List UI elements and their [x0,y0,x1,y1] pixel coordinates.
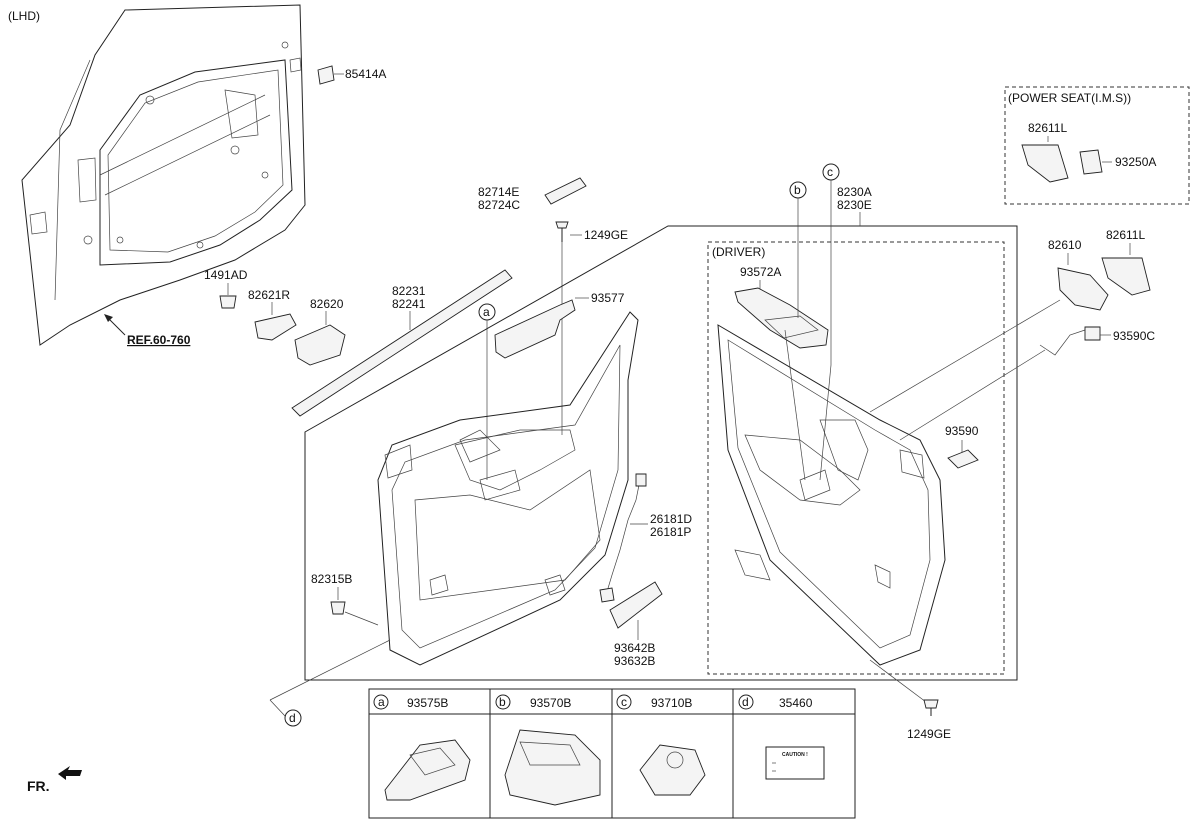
door-trim-panel-left [377,311,639,666]
label-93572A: 93572A [740,265,781,279]
label-82621R: 82621R [248,288,290,302]
label-93590: 93590 [945,424,979,438]
callout-a: a [483,305,490,319]
label-82620: 82620 [310,297,344,311]
label-82714E: 82714E [478,185,519,199]
reference-label: REF.60-760 [127,333,191,347]
label-1491AD: 1491AD [204,268,248,282]
weatherstrip-82231-shape [291,269,513,417]
variant-label: (LHD) [8,9,40,23]
power-seat-box [1004,86,1190,205]
pad-82714E-shape [544,177,587,205]
driver-box [707,241,1005,675]
label-82724C: 82724C [478,198,520,212]
legend-key-a: a [378,695,385,709]
label-26181P: 26181P [650,525,691,539]
front-arrow-icon [58,766,82,780]
label-8230A: 8230A [837,185,872,199]
label-85414A: 85414A [345,67,386,81]
handle-82610-shape [1057,267,1109,311]
label-26181D: 26181D [650,512,692,526]
label-82241: 82241 [392,297,426,311]
door-frame-illustration [21,4,306,346]
legend-key-b: b [499,695,506,709]
callout-b: b [794,183,801,197]
label-82231: 82231 [392,284,426,298]
legend-part-d: 35460 [779,696,813,710]
switch-93642B-shape [609,581,663,629]
legend-switch-a-shape [384,739,471,801]
legend-part-c: 93710B [651,696,692,710]
door-trim-panel-driver [717,324,946,666]
power-seat-part2-label: 93250A [1115,155,1156,169]
handle-82611L-shape [1101,257,1151,296]
legend-switch-c-shape [639,744,706,796]
handle-82611L-ims-shape [1021,144,1069,183]
handle-82620-shape [294,324,346,366]
label-82611L-right: 82611L [1106,228,1145,242]
driver-box-title: (DRIVER) [712,245,765,259]
label-93642B: 93642B [614,641,655,655]
power-seat-title: (POWER SEAT(I.M.S)) [1008,91,1131,105]
power-seat-part1-label: 82611L [1028,121,1067,135]
callout-d-circle [284,709,302,727]
label-93632B: 93632B [614,654,655,668]
clip-1491AD-shape [219,295,237,309]
caution-label-shape [765,746,825,780]
legend-part-a: 93575B [407,696,448,710]
pad-85414A-shape [317,65,335,85]
label-93590C: 93590C [1113,329,1155,343]
legend-key-d: d [742,695,749,709]
label-8230E: 8230E [837,198,872,212]
legend-table: a 93575B b 93570B c 93710B d 35460 CAUTI… [368,688,856,819]
callout-c: c [827,165,833,179]
legend-switch-b-shape [504,729,601,806]
handle-82621R-shape [254,313,297,341]
legend-key-c: c [621,695,627,709]
clip-82315B-shape [330,601,346,615]
callout-d: d [289,711,296,725]
legend-part-b: 93570B [530,696,571,710]
label-82610: 82610 [1048,238,1082,252]
switch-panel-93577-shape [494,299,576,359]
label-93577: 93577 [591,291,625,305]
switch-93590-shape [947,449,979,469]
caution-label-text: CAUTION ! [782,752,808,758]
trim-assembly-box [304,225,1018,681]
label-1249GE-top: 1249GE [584,228,628,242]
switch-93250A-shape [1079,149,1103,175]
label-1249GE-bottom: 1249GE [907,727,951,741]
front-direction-label: FR. [27,778,50,794]
label-82315B: 82315B [311,572,352,586]
